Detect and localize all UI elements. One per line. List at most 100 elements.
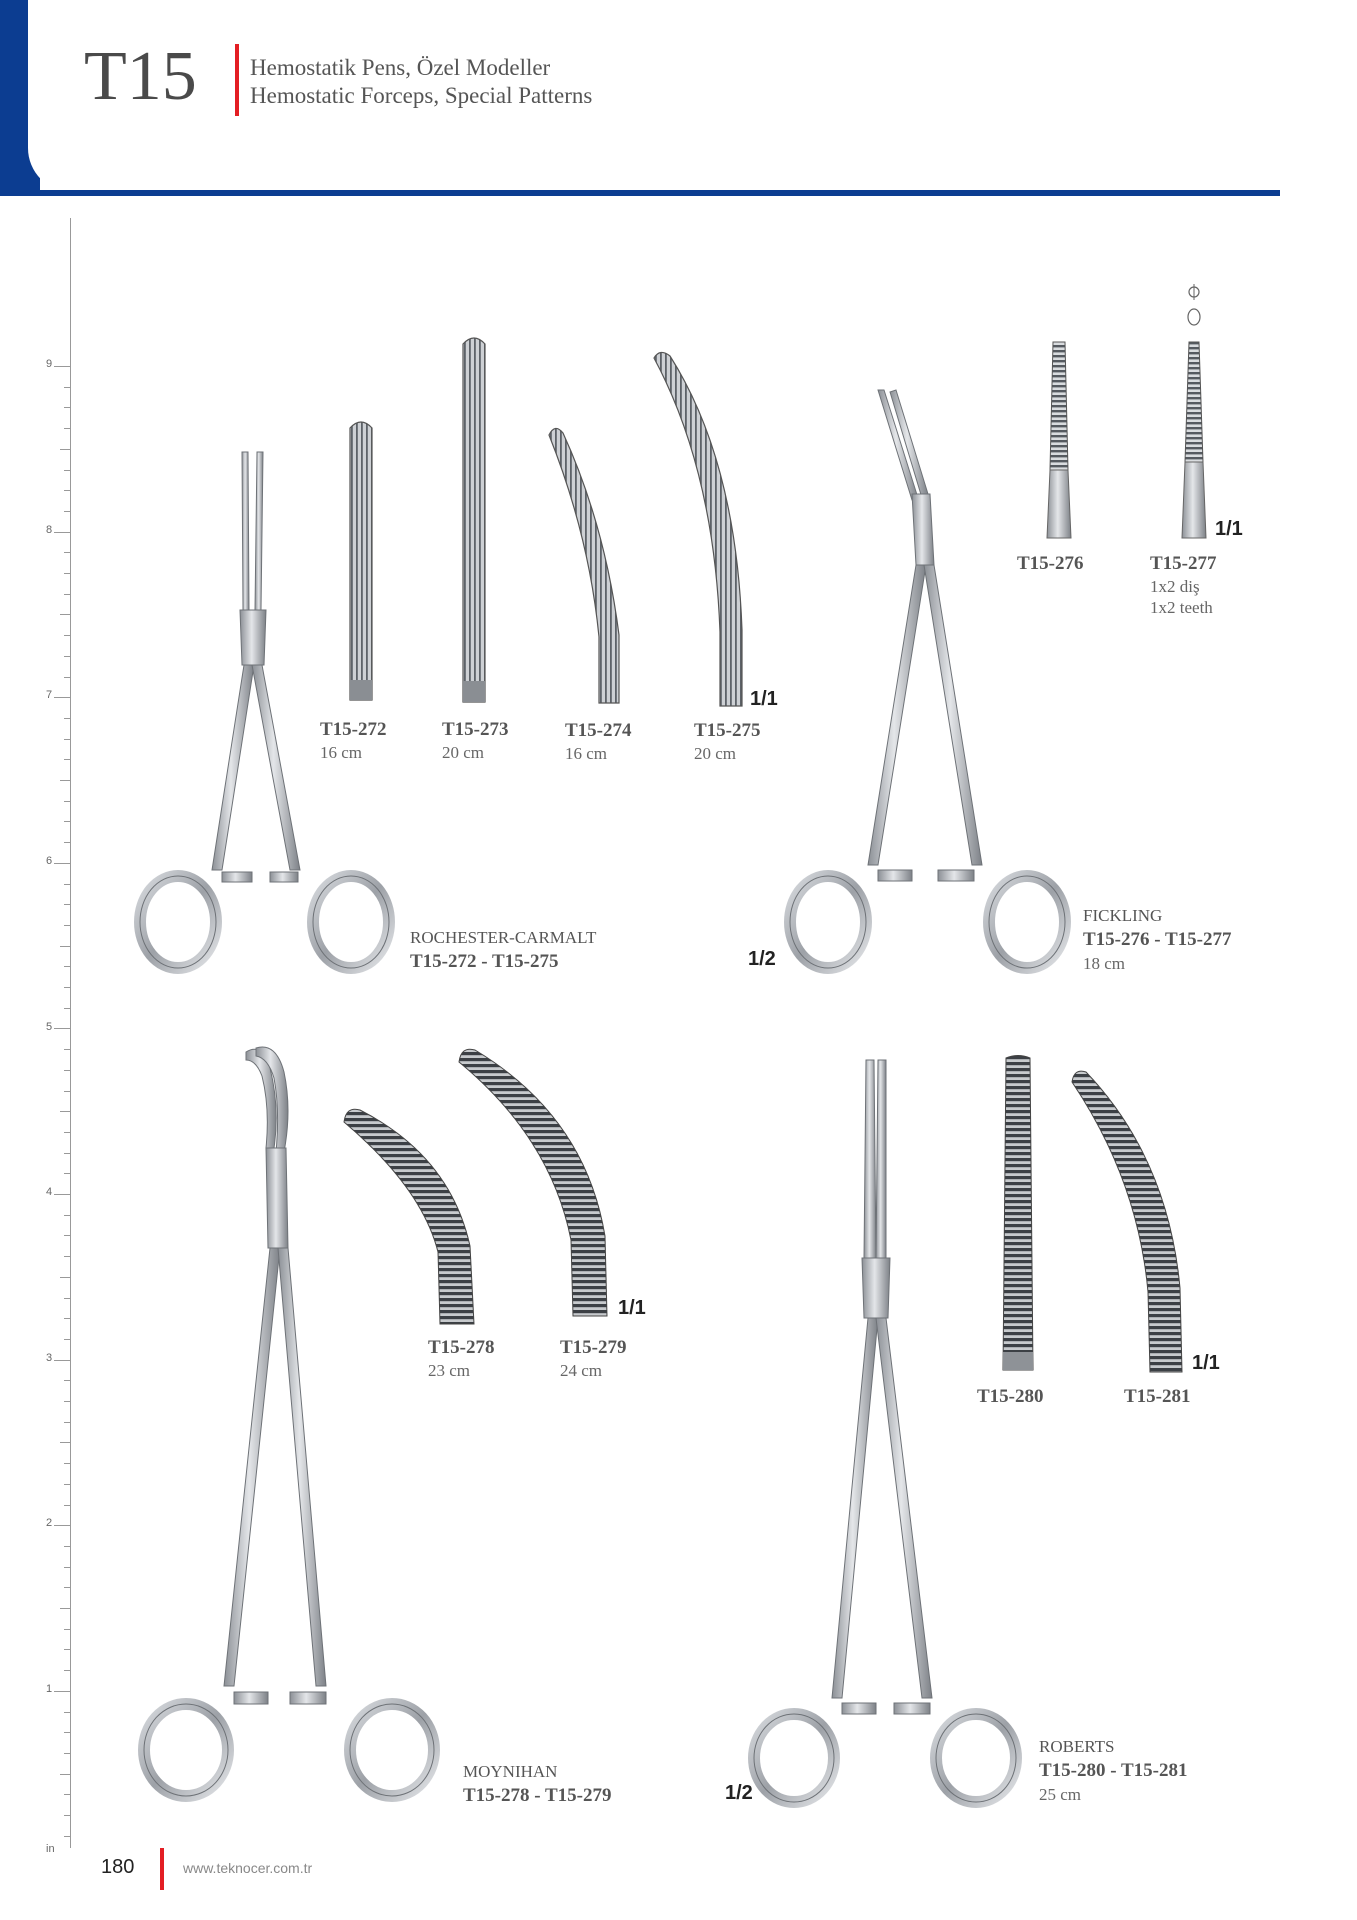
product-code: T15-278 bbox=[428, 1337, 495, 1358]
ruler-tick bbox=[64, 469, 70, 471]
ruler-tick bbox=[64, 510, 70, 512]
ruler-tick bbox=[64, 573, 70, 574]
scale-indicator: 1/1 bbox=[750, 688, 778, 710]
ruler-tick bbox=[64, 1545, 70, 1547]
ruler-tick bbox=[64, 1338, 70, 1340]
ruler-tick bbox=[54, 862, 70, 864]
ruler-unit-label: in bbox=[46, 1843, 55, 1855]
ruler-tick bbox=[64, 1090, 70, 1092]
scale-indicator: 1/2 bbox=[725, 1782, 753, 1804]
tip-t15-280-image bbox=[1002, 1055, 1034, 1371]
tip-t15-272-image bbox=[349, 421, 373, 701]
ruler-tick bbox=[60, 1442, 70, 1444]
product-code: T15-280 bbox=[977, 1386, 1044, 1407]
ruler-tick bbox=[60, 1111, 70, 1113]
ruler-label: 2 bbox=[46, 1517, 53, 1529]
ruler-tick bbox=[64, 490, 70, 492]
product-code: T15-281 bbox=[1124, 1386, 1191, 1407]
product-range: T15-272 - T15-275 bbox=[410, 951, 559, 972]
product-length: 20 cm bbox=[442, 743, 485, 762]
product-length: 18 cm bbox=[1083, 954, 1126, 973]
ruler-tick bbox=[64, 1173, 70, 1175]
ruler-tick bbox=[64, 1152, 70, 1154]
ruler-label: 7 bbox=[46, 689, 53, 701]
ruler-tick bbox=[64, 1049, 70, 1051]
ruler-tick bbox=[64, 1649, 70, 1651]
ruler-tick bbox=[64, 1483, 70, 1485]
ruler-tick bbox=[64, 1628, 70, 1630]
ruler-tick bbox=[64, 738, 70, 740]
tip-t15-275-image bbox=[653, 351, 743, 707]
instrument-name: MOYNIHAN bbox=[463, 1762, 558, 1781]
ruler-tick bbox=[64, 1670, 70, 1672]
ruler-tick bbox=[54, 1028, 70, 1030]
ruler-tick bbox=[64, 987, 70, 988]
instrument-name: FICKLING bbox=[1083, 906, 1163, 925]
scale-indicator: 1/1 bbox=[1215, 518, 1243, 540]
ruler-tick bbox=[64, 1256, 70, 1258]
product-note-tr: 1x2 diş bbox=[1150, 577, 1200, 596]
rochester-carmalt-forceps-image bbox=[134, 451, 395, 974]
ruler-tick bbox=[54, 1359, 70, 1361]
ruler-tick bbox=[64, 1835, 70, 1837]
header-rule bbox=[34, 190, 1280, 196]
scale-indicator: 1/1 bbox=[1192, 1352, 1220, 1374]
website-url: www.teknocer.com.tr bbox=[183, 1860, 313, 1876]
ruler-line bbox=[70, 218, 71, 1848]
ruler-tick bbox=[64, 1131, 70, 1133]
ruler-tick bbox=[64, 593, 70, 595]
ruler-tick bbox=[60, 614, 70, 616]
ruler-tick bbox=[60, 945, 70, 947]
header-divider bbox=[235, 44, 239, 116]
ruler-tick bbox=[64, 717, 70, 719]
ruler-label: 5 bbox=[46, 1021, 53, 1033]
product-code: T15-279 bbox=[560, 1337, 627, 1358]
product-code: T15-276 bbox=[1017, 553, 1084, 574]
ruler-tick bbox=[64, 407, 70, 409]
product-length: 25 cm bbox=[1039, 1785, 1082, 1804]
tip-t15-277-image bbox=[1181, 284, 1207, 539]
ruler-tick bbox=[64, 386, 70, 388]
product-length: 16 cm bbox=[565, 744, 608, 763]
ruler-tick bbox=[54, 1690, 70, 1692]
ruler-tick bbox=[64, 1587, 70, 1589]
ruler-label: 9 bbox=[46, 358, 53, 370]
ruler-tick bbox=[64, 1318, 70, 1320]
ruler-tick bbox=[60, 1608, 70, 1609]
product-note-en: 1x2 teeth bbox=[1150, 598, 1213, 617]
instrument-name: ROCHESTER-CARMALT bbox=[410, 928, 597, 947]
ruler-tick bbox=[64, 1752, 70, 1754]
tip-t15-274-image bbox=[548, 427, 620, 704]
ruler-label: 4 bbox=[46, 1186, 53, 1198]
tip-t15-273-image bbox=[462, 337, 486, 703]
ruler-tick bbox=[64, 1711, 70, 1713]
ruler-tick bbox=[64, 1815, 70, 1816]
product-code: T15-275 bbox=[694, 720, 761, 741]
ruler-tick bbox=[64, 1504, 70, 1506]
ruler-tick bbox=[54, 697, 70, 699]
ruler-tick bbox=[64, 1380, 70, 1382]
tip-t15-278-image bbox=[343, 1108, 475, 1325]
moynihan-forceps-image bbox=[138, 1046, 440, 1802]
ruler-tick bbox=[60, 1773, 70, 1775]
roberts-forceps-image bbox=[748, 1059, 1022, 1808]
ruler-tick bbox=[64, 966, 70, 968]
ruler-tick bbox=[64, 1732, 70, 1734]
ruler-tick bbox=[64, 1401, 70, 1402]
product-code: T15-274 bbox=[565, 720, 632, 741]
product-code: T15-273 bbox=[442, 719, 509, 740]
ruler-tick bbox=[64, 1297, 70, 1299]
tip-t15-281-image bbox=[1071, 1070, 1183, 1373]
ruler-tick bbox=[64, 1421, 70, 1423]
product-range: T15-276 - T15-277 bbox=[1083, 929, 1232, 950]
ruler-tick bbox=[64, 924, 70, 926]
title-english: Hemostatic Forceps, Special Patterns bbox=[250, 83, 593, 108]
product-length: 20 cm bbox=[694, 744, 737, 763]
ruler-tick bbox=[64, 842, 70, 844]
ruler-label: 6 bbox=[46, 855, 53, 867]
ruler-tick bbox=[64, 1566, 70, 1568]
title-turkish: Hemostatik Pens, Özel Modeller bbox=[250, 55, 551, 80]
ruler-tick bbox=[64, 821, 70, 823]
ruler-tick bbox=[64, 904, 70, 906]
tip-t15-279-image bbox=[458, 1048, 608, 1317]
